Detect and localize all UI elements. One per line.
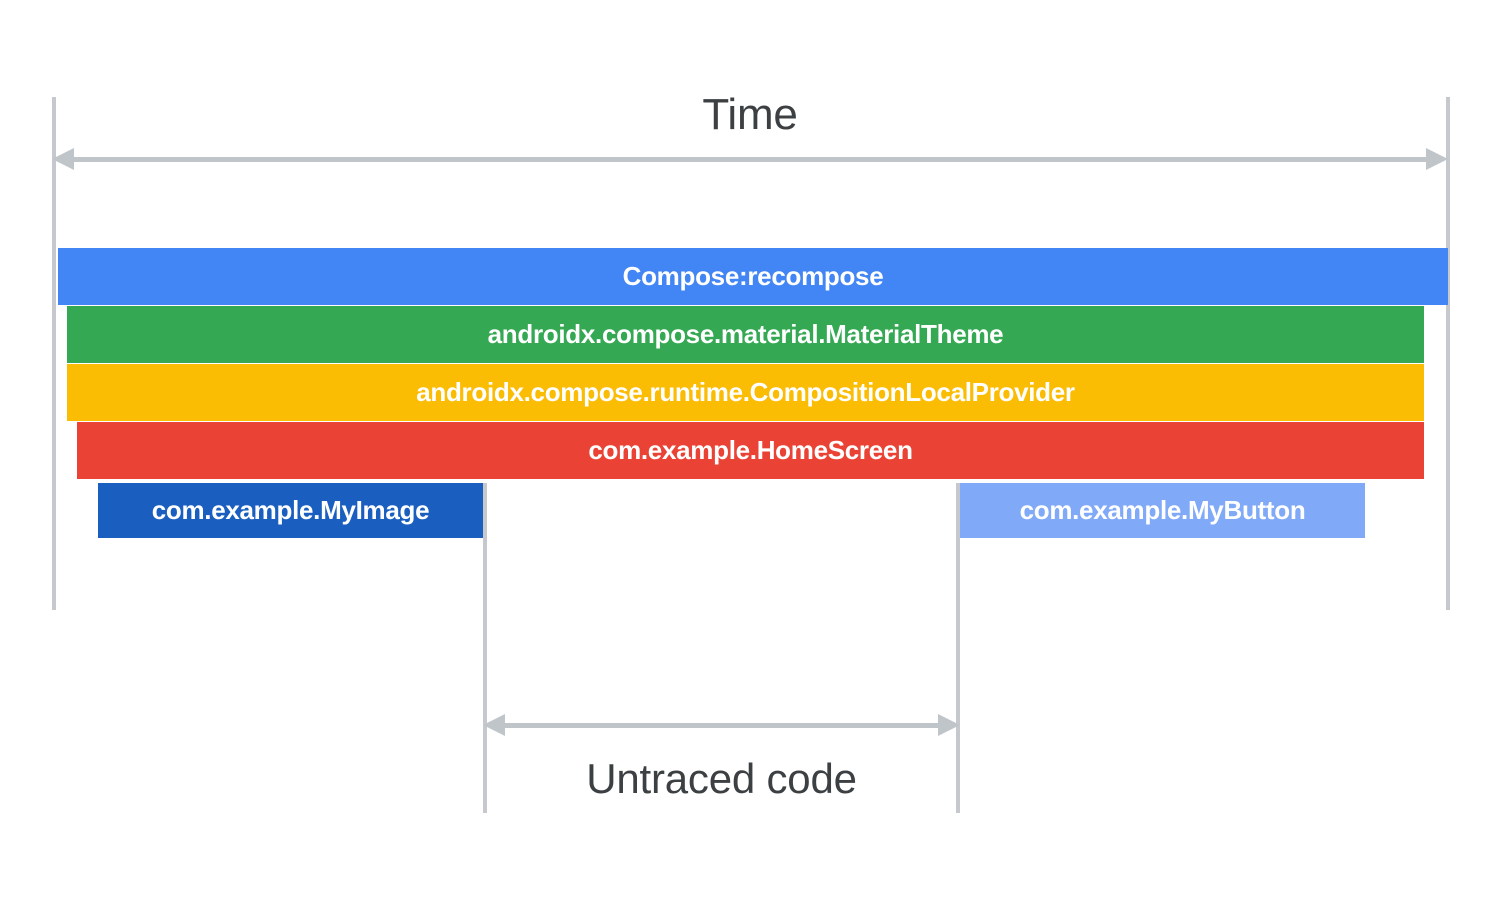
untraced-code-label: Untraced code <box>586 755 857 802</box>
time-axis-label: Time <box>702 90 798 139</box>
trace-bar-my-image[interactable]: com.example.MyImage <box>98 483 483 538</box>
trace-bar-label: com.example.HomeScreen <box>588 435 913 465</box>
trace-bar-home-screen[interactable]: com.example.HomeScreen <box>77 422 1424 479</box>
trace-bar-my-button[interactable]: com.example.MyButton <box>960 483 1365 538</box>
trace-bar-compose-recompose[interactable]: Compose:recompose <box>58 248 1448 305</box>
untraced-arrow-left-head-icon <box>483 714 505 736</box>
time-arrow-left-head-icon <box>52 148 74 170</box>
trace-bar-label: com.example.MyImage <box>151 495 430 525</box>
trace-bar-label: androidx.compose.material.MaterialTheme <box>487 319 1004 349</box>
gap-end-rule <box>956 483 960 813</box>
axis-end-rule <box>1446 97 1450 610</box>
trace-bar-composition-local-provider[interactable]: androidx.compose.runtime.CompositionLoca… <box>67 364 1424 421</box>
untraced-arrow-shaft <box>505 722 938 728</box>
untraced-arrow-right-head-icon <box>938 714 960 736</box>
time-axis-arrow <box>52 148 1448 170</box>
time-arrow-right-head-icon <box>1426 148 1448 170</box>
trace-bar-label: androidx.compose.runtime.CompositionLoca… <box>416 377 1075 407</box>
time-arrow-shaft <box>74 156 1426 162</box>
trace-bar-label: Compose:recompose <box>622 261 884 291</box>
trace-bar-label: com.example.MyButton <box>1019 495 1306 525</box>
trace-bar-material-theme[interactable]: androidx.compose.material.MaterialTheme <box>67 306 1424 363</box>
untraced-code-arrow <box>483 714 960 736</box>
gap-start-rule <box>483 483 487 813</box>
axis-start-rule <box>52 97 56 610</box>
